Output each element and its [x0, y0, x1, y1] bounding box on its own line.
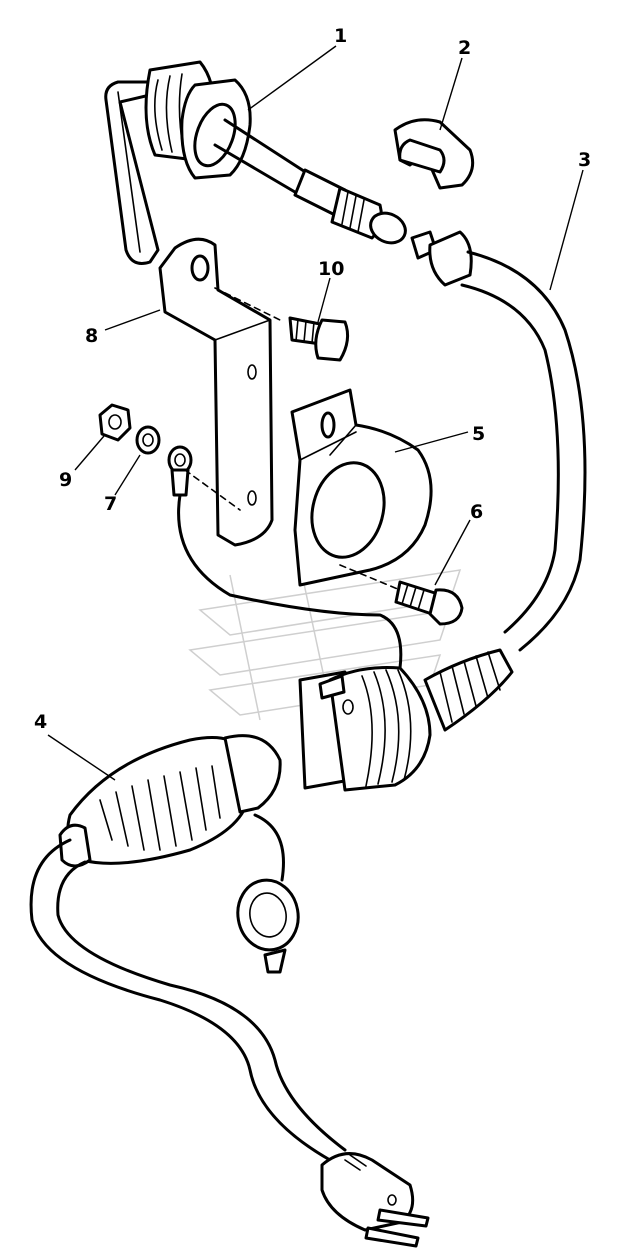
mains-plug: [320, 1152, 430, 1248]
callout-8: 8: [85, 325, 98, 347]
callout-9: 9: [59, 469, 72, 491]
part-4-plug: [29, 734, 347, 1162]
leader-lines: [47, 45, 584, 781]
callout-10: 10: [318, 258, 344, 280]
callout-6: 6: [470, 501, 483, 523]
part-6-screw: [339, 564, 464, 626]
callout-5: 5: [472, 423, 485, 445]
part-8-bracket: [158, 237, 281, 547]
part-10-bolt: [288, 316, 350, 362]
callout-3: 3: [578, 149, 591, 171]
socket-connector: [298, 648, 514, 792]
ground-wire: [167, 445, 403, 670]
callout-labels: 1 2 3 4 5 6 7 8 9 10: [34, 25, 591, 733]
part-5-clamp: [290, 388, 433, 587]
callout-4: 4: [34, 711, 47, 733]
part-3-cable: [410, 230, 587, 652]
part-2-clip: [393, 118, 475, 190]
callout-1: 1: [334, 25, 347, 47]
part-1-heater-element: [104, 60, 407, 265]
callout-7: 7: [104, 493, 117, 515]
callout-2: 2: [458, 37, 471, 59]
part-9-nut: [98, 403, 132, 442]
part-7-washer: [135, 425, 161, 455]
